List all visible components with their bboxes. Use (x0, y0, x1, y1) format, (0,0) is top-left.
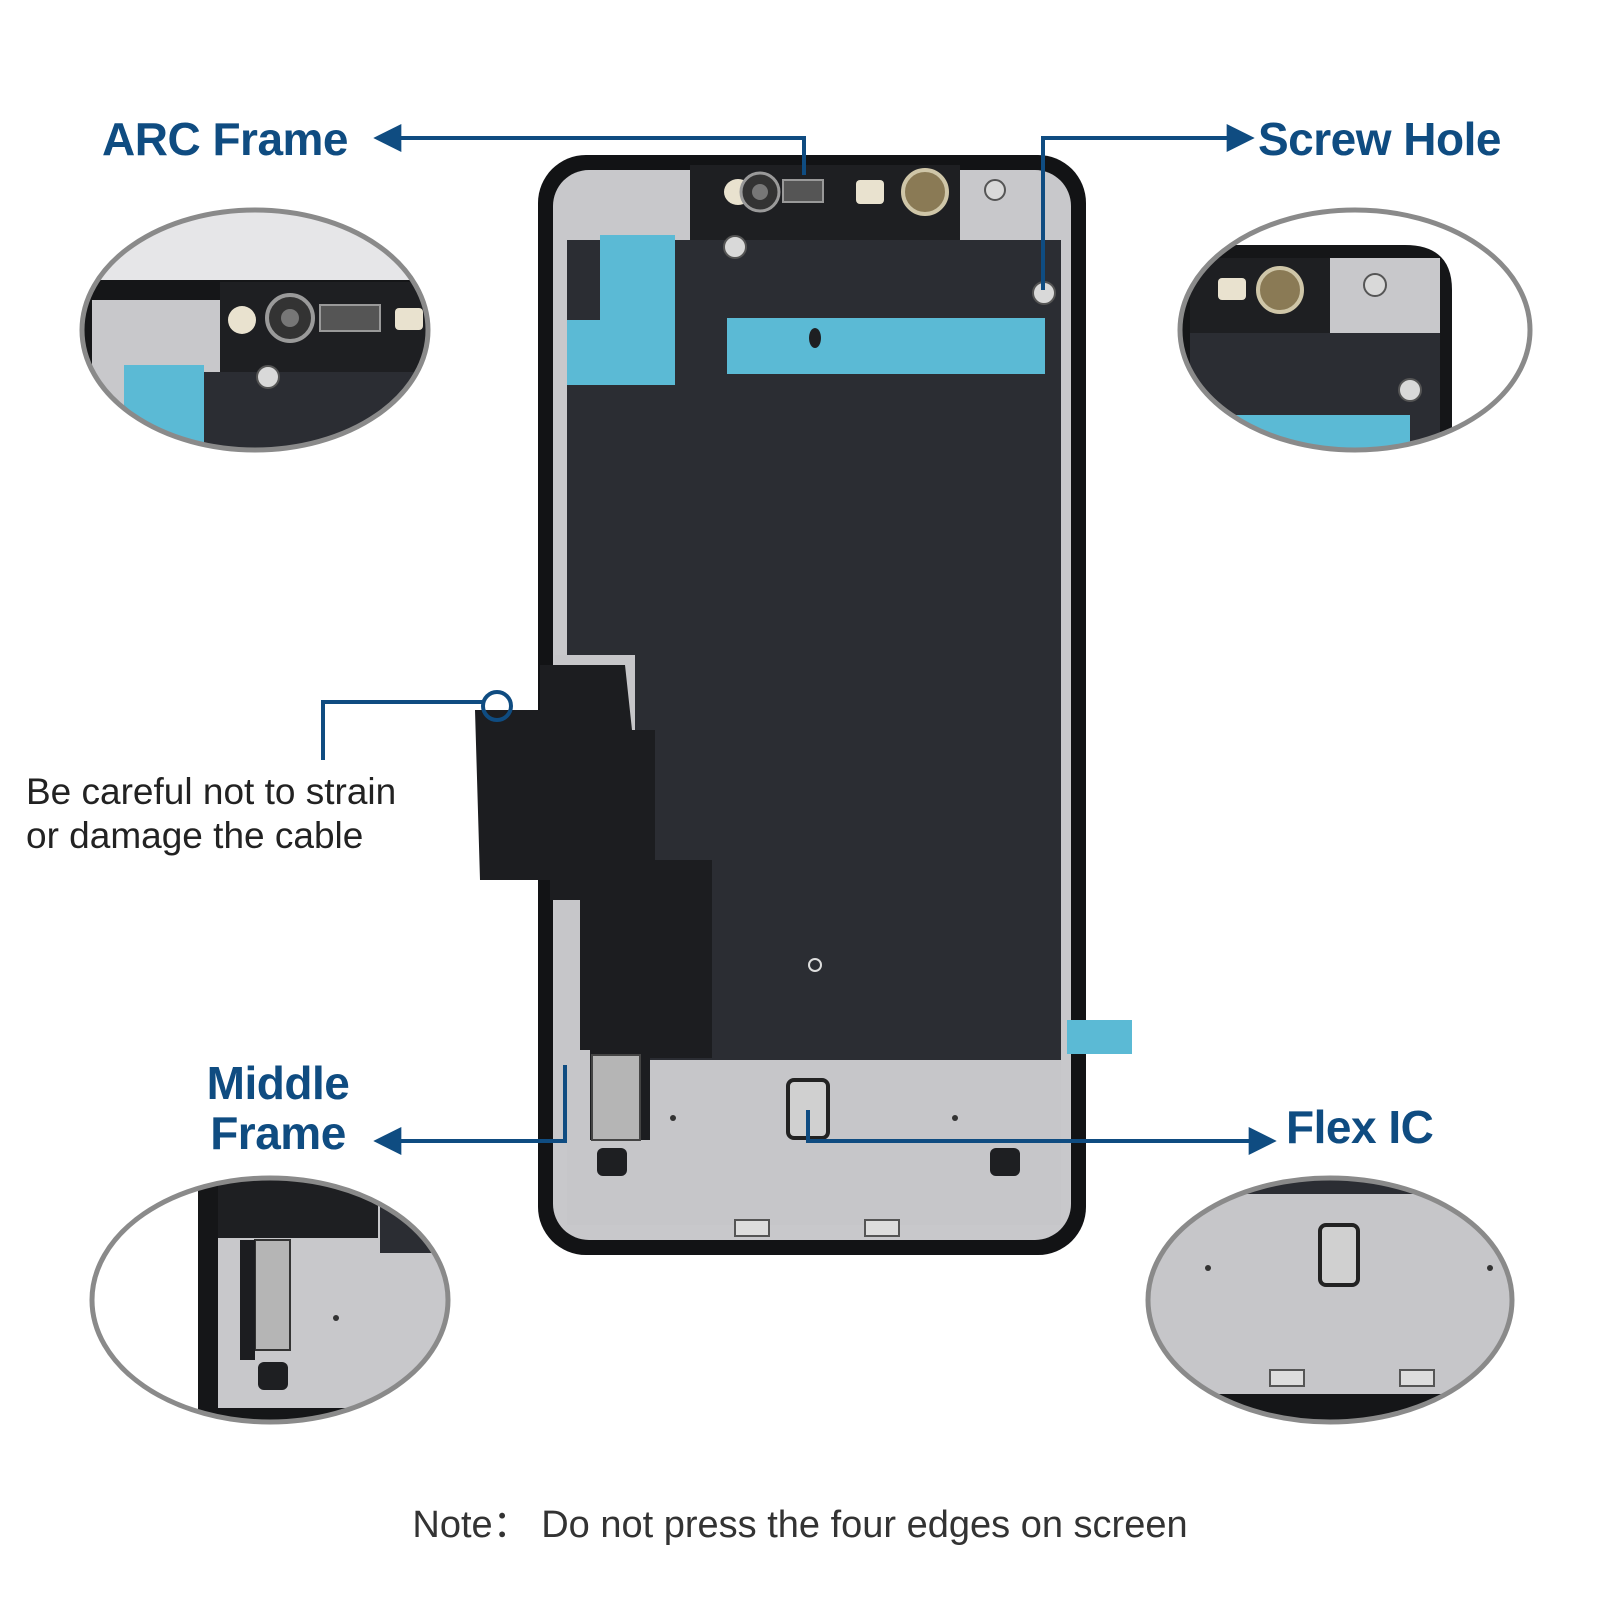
inset-border (1177, 207, 1533, 453)
bottom-cutout (597, 1148, 627, 1176)
cable-caution-circle (481, 690, 513, 722)
cyan-tape-top (727, 318, 1045, 374)
cable-caution-leader (321, 700, 482, 760)
flex-ic-leader (806, 1110, 1277, 1155)
cable-caution-line2: or damage the cable (26, 815, 364, 856)
arc-frame-label: ARC Frame (102, 113, 349, 165)
note-text: Note： Do not press the four edges on scr… (412, 1504, 1188, 1546)
inset-flex-ic (1148, 1178, 1512, 1422)
bottom-cutout (990, 1148, 1020, 1176)
flex-cable (475, 665, 712, 1140)
arc-bracket (782, 179, 824, 203)
plate-dot (670, 1115, 676, 1121)
cable-caution-text: Be careful not to strain or damage the c… (26, 770, 396, 858)
bottom-clip (864, 1219, 900, 1237)
inset-border (79, 207, 431, 453)
flex-ic-label: Flex IC (1286, 1101, 1434, 1153)
middle-frame-label: Middle Frame (198, 1058, 358, 1158)
screw-hole-leader (1041, 124, 1255, 290)
middle-frame-label-line2: Frame (210, 1107, 346, 1159)
tape-hole (809, 328, 821, 348)
middle-frame-leader (373, 1065, 567, 1155)
cyan-tape-right (1067, 1020, 1132, 1054)
screw-icon (984, 179, 1006, 201)
panel-hole (808, 958, 822, 972)
cyan-tape-left (567, 235, 675, 385)
flex-connector (591, 1054, 641, 1141)
screw-icon (723, 235, 747, 259)
callout-lines (321, 124, 1277, 1155)
cable-caution-line1: Be careful not to strain (26, 771, 397, 812)
inset-border (89, 1175, 451, 1425)
inset-border (1145, 1175, 1515, 1425)
middle-frame-label-line1: Middle (206, 1057, 350, 1109)
camera-lens (752, 184, 768, 200)
plate-dot (952, 1115, 958, 1121)
phone-screen-assembly (475, 155, 1132, 1255)
screw-hole-label: Screw Hole (1258, 113, 1502, 165)
speaker-ring (901, 168, 949, 216)
inset-screw-hole (1180, 210, 1530, 450)
arc-frame-leader (373, 124, 806, 175)
flood-sensor (856, 180, 884, 204)
bottom-clip (734, 1219, 770, 1237)
